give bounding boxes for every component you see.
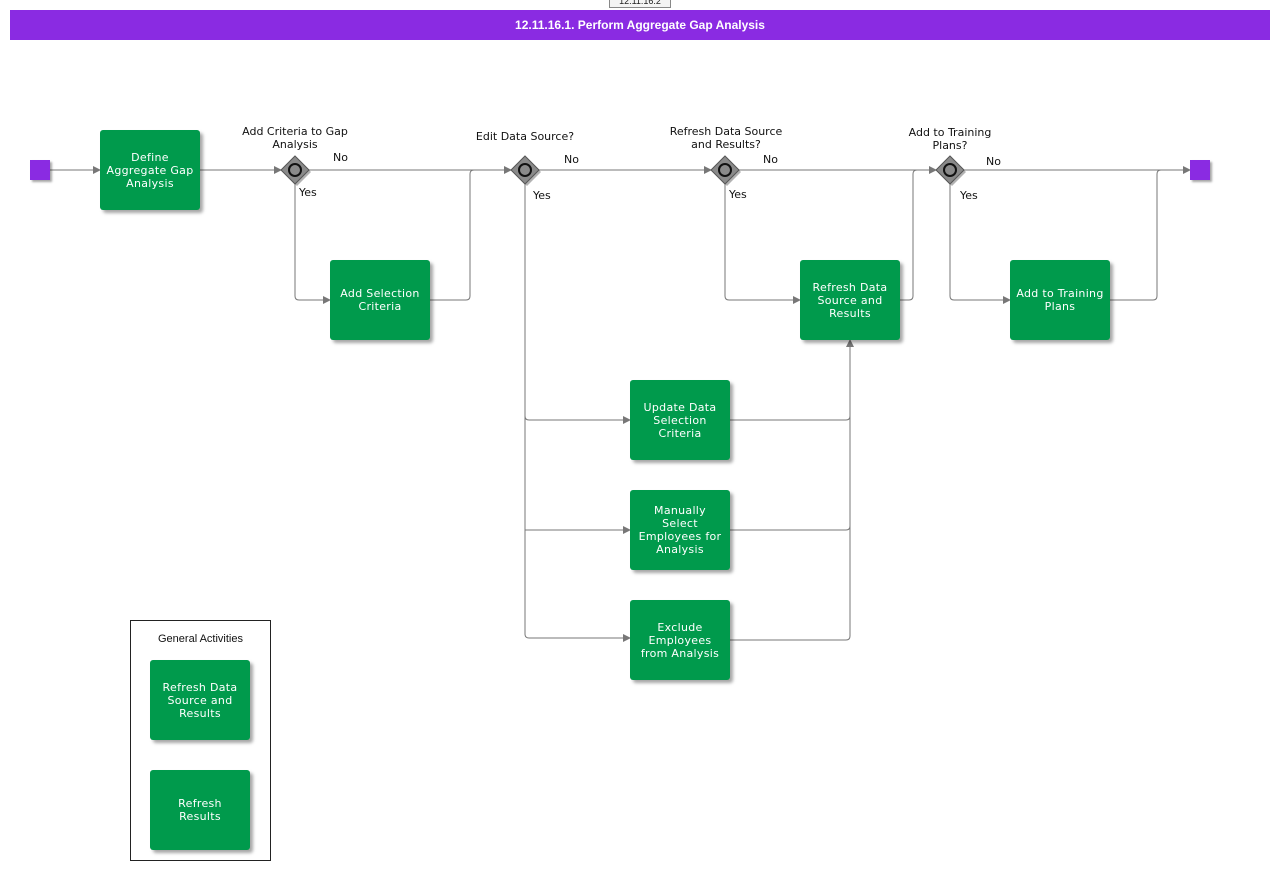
flow-refresh-return	[900, 169, 918, 301]
task-label: Add to Training Plans	[1016, 287, 1104, 313]
start-event[interactable]	[30, 160, 50, 180]
task-add-to-training-plans[interactable]: Add to Training Plans	[1010, 260, 1110, 340]
no-label: No	[763, 153, 778, 166]
task-label: Refresh Data Source and Results	[162, 680, 238, 720]
yes-label: Yes	[299, 186, 317, 199]
gateway-label-refresh: Refresh Data Source and Results?	[669, 125, 783, 151]
diagram-tab[interactable]: 12.11.16.2	[609, 0, 671, 8]
legend-task-refresh-data-source[interactable]: Refresh Data Source and Results	[150, 660, 250, 740]
gateway-label-criteria: Add Criteria to Gap Analysis	[242, 125, 348, 151]
task-label: Add Selection Criteria	[340, 287, 420, 313]
flow-gw4-yes	[949, 184, 1011, 304]
flow-gw2-yes-trunk	[524, 184, 530, 639]
flow-manual-to-refresh	[730, 525, 851, 531]
flow-addsel-return	[430, 169, 475, 301]
task-update-data-selection-criteria[interactable]: Update Data Selection Criteria	[630, 380, 730, 460]
yes-label: Yes	[533, 189, 551, 202]
no-label: No	[333, 151, 348, 164]
end-event[interactable]	[1190, 160, 1210, 180]
gateways	[280, 155, 966, 186]
flow-gw3-yes	[724, 184, 801, 304]
legend-general-activities: General Activities Refresh Data Source a…	[130, 620, 271, 861]
task-label: Exclude Employees from Analysis	[640, 620, 720, 660]
task-define-aggregate-gap-analysis[interactable]: Define Aggregate Gap Analysis	[100, 130, 200, 210]
yes-label: Yes	[960, 189, 978, 202]
flow-exclude-to-refresh	[730, 339, 854, 641]
flow-training-return	[1110, 169, 1162, 301]
task-label: Define Aggregate Gap Analysis	[106, 150, 194, 190]
gateway-label-training: Add to Training Plans?	[908, 126, 992, 152]
task-manually-select-employees[interactable]: Manually Select Employees for Analysis	[630, 490, 730, 570]
task-label: Manually Select Employees for Analysis	[638, 504, 722, 556]
yes-label: Yes	[729, 188, 747, 201]
legend-task-refresh-results[interactable]: Refresh Results	[150, 770, 250, 850]
task-exclude-employees[interactable]: Exclude Employees from Analysis	[630, 600, 730, 680]
gateway-criteria	[280, 155, 311, 186]
diagram-title: 12.11.16.1. Perform Aggregate Gap Analys…	[515, 18, 765, 32]
flow-update-to-refresh	[730, 415, 851, 421]
task-add-selection-criteria[interactable]: Add Selection Criteria	[330, 260, 430, 340]
gateway-label-edit-source: Edit Data Source?	[475, 130, 575, 143]
no-label: No	[986, 155, 1001, 168]
task-label: Update Data Selection Criteria	[643, 400, 717, 440]
gateway-training	[935, 155, 966, 186]
diagram-title-banner: 12.11.16.1. Perform Aggregate Gap Analys…	[10, 10, 1270, 40]
task-label: Refresh Data Source and Results	[812, 280, 888, 320]
task-refresh-data-source[interactable]: Refresh Data Source and Results	[800, 260, 900, 340]
gateway-edit-source	[510, 155, 541, 186]
gateway-refresh	[710, 155, 741, 186]
flow-gw2-to-update	[524, 415, 631, 424]
legend-title: General Activities	[158, 633, 243, 645]
flow-gw1-yes	[294, 184, 331, 304]
task-label: Refresh Results	[178, 797, 222, 823]
no-label: No	[564, 153, 579, 166]
